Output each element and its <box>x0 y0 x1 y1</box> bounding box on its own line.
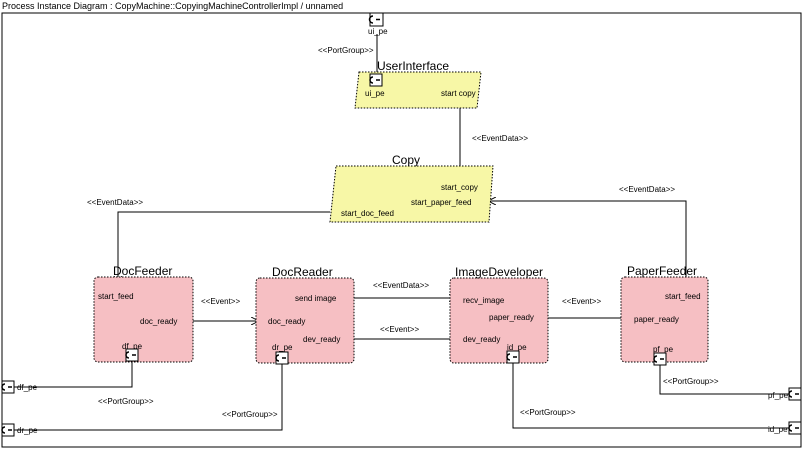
dr-external-port[interactable]: dr_pe <box>1 423 38 437</box>
start-doc-feed-flow <box>118 211 330 283</box>
ui-port-group-label: <<PortGroup>> <box>318 46 374 55</box>
diagram-title: Process Instance Diagram : CopyMachine::… <box>2 1 344 11</box>
process-user-interface[interactable]: UserInterface ui_pe start copy <box>354 59 482 109</box>
process-doc-feeder[interactable]: DocFeeder start_feed doc_ready df_pe <box>93 264 194 363</box>
ui-external-port[interactable]: ui_pe <box>368 12 388 36</box>
paper-feeder-start-feed-label: start_feed <box>665 292 701 301</box>
id-inner-port-icon[interactable] <box>506 350 520 364</box>
pf-port-wire <box>659 360 790 395</box>
start-copy-in-label: start_copy <box>441 183 478 192</box>
doc-feed-event-data-label: <<EventData>> <box>87 198 143 207</box>
diagram-frame <box>1 12 802 448</box>
id-external-port-label: id_pe <box>768 425 788 434</box>
paper-feeder-port-label: pf_pe <box>653 345 674 354</box>
process-copy[interactable]: Copy start_copy start_paper_feed start_d… <box>329 153 494 223</box>
ui-inner-port-icon[interactable] <box>369 73 383 87</box>
dr-port-wire <box>14 359 283 431</box>
dr-external-port-label: dr_pe <box>17 426 38 435</box>
image-developer-dev-ready-label: dev_ready <box>463 335 500 344</box>
start-copy-event-data-label: <<EventData>> <box>472 134 528 143</box>
doc-reader-title: DocReader <box>272 265 333 279</box>
paper-feeder-paper-ready-label: paper_ready <box>634 315 679 324</box>
paper-feeder-title: PaperFeeder <box>627 264 697 278</box>
image-developer-port-label: id_pe <box>507 343 527 352</box>
doc-reader-port-label: dr_pe <box>272 343 293 352</box>
doc-ready-event-label: <<Event>> <box>201 297 240 306</box>
doc-feeder-start-feed-label: start_feed <box>98 292 134 301</box>
df-port-wire <box>14 358 133 388</box>
doc-reader-dev-ready-label: dev_ready <box>303 335 340 344</box>
dr-port-group-label: <<PortGroup>> <box>222 410 278 419</box>
process-paper-feeder[interactable]: PaperFeeder start_feed paper_ready pf_pe <box>620 264 709 363</box>
process-doc-reader[interactable]: DocReader send image doc_ready dev_ready… <box>255 265 355 364</box>
doc-reader-send-image-label: send image <box>295 294 337 303</box>
pf-port-group-label: <<PortGroup>> <box>663 377 719 386</box>
ui-external-port-label: ui_pe <box>368 27 388 36</box>
image-developer-recv-image-label: recv_image <box>463 296 505 305</box>
paper-feed-event-data-label: <<EventData>> <box>619 185 675 194</box>
df-external-port-label: df_pe <box>17 383 38 392</box>
pf-external-port-label: pf_pe <box>768 391 789 400</box>
process-image-developer[interactable]: ImageDeveloper recv_image paper_ready de… <box>449 265 549 364</box>
doc-feeder-doc-ready-label: doc_ready <box>140 317 177 326</box>
send-image-event-data-label: <<EventData>> <box>373 281 429 290</box>
df-port-group-label: <<PortGroup>> <box>98 397 154 406</box>
pf-inner-port-icon[interactable] <box>653 352 667 366</box>
doc-feeder-port-label: df_pe <box>122 342 143 351</box>
doc-reader-doc-ready-label: doc_ready <box>268 317 305 326</box>
id-external-port[interactable]: id_pe <box>768 421 802 435</box>
df-inner-port-icon[interactable] <box>125 348 139 362</box>
start-paper-feed-flow <box>489 201 687 283</box>
id-port-wire <box>512 358 790 429</box>
image-developer-title: ImageDeveloper <box>455 265 543 279</box>
dr-inner-port-icon[interactable] <box>275 351 289 365</box>
dev-ready-event-label: <<Event>> <box>380 325 419 334</box>
user-interface-title: UserInterface <box>377 59 449 73</box>
user-interface-port-label: ui_pe <box>365 89 385 98</box>
start-paper-feed-label: start_paper_feed <box>411 198 472 207</box>
start-copy-out-label: start copy <box>441 89 476 98</box>
copy-title: Copy <box>392 153 420 167</box>
doc-feeder-title: DocFeeder <box>113 264 172 278</box>
pf-external-port[interactable]: pf_pe <box>768 387 802 401</box>
start-doc-feed-label: start_doc_feed <box>341 209 394 218</box>
image-developer-paper-ready-label: paper_ready <box>489 313 534 322</box>
id-port-group-label: <<PortGroup>> <box>520 408 576 417</box>
df-external-port[interactable]: df_pe <box>1 380 38 394</box>
paper-ready-event-label: <<Event>> <box>562 297 601 306</box>
